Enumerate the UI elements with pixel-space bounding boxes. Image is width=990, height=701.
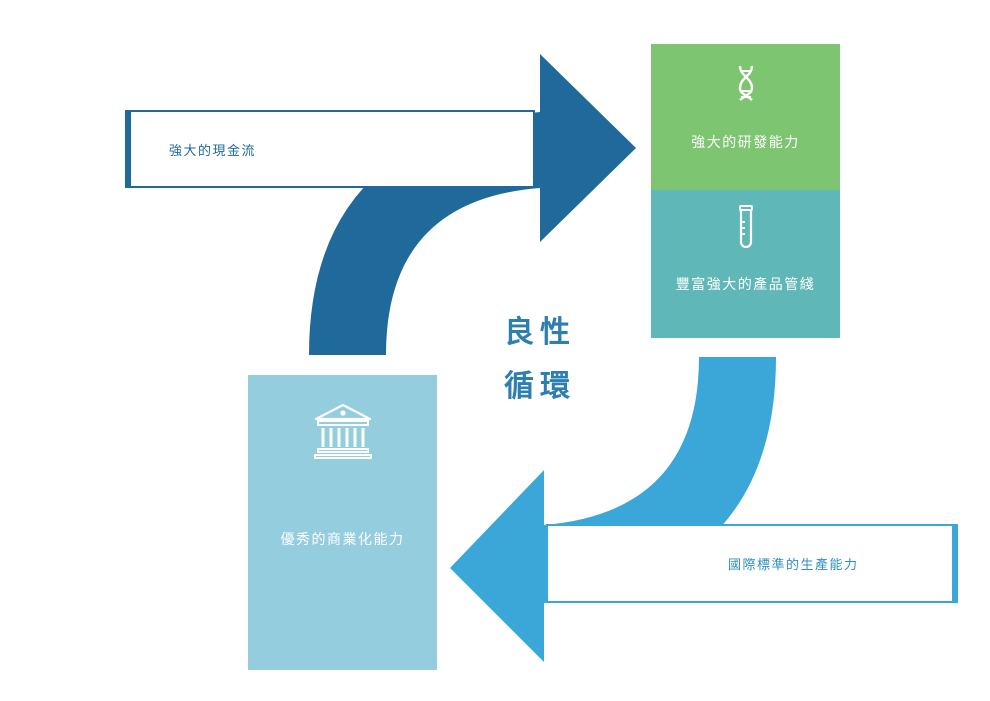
cash-flow-label: 強大的現金流 <box>169 143 257 159</box>
top-curved-arrow <box>309 54 636 355</box>
commercial-panel: 優秀的商業化能力 <box>248 375 437 670</box>
pipeline-text: 豐富強大的產品管綫 <box>675 277 816 293</box>
pipeline-panel: 豐富強大的產品管綫 <box>651 190 840 338</box>
center-title: 良性 循環 <box>480 306 600 414</box>
center-title-line2: 循環 <box>504 369 576 404</box>
rnd-text: 強大的研發能力 <box>691 135 800 151</box>
center-title-line1: 良性 <box>504 315 576 350</box>
bank-icon <box>313 403 372 459</box>
bottom-curved-arrow <box>450 357 776 662</box>
production-label-box: 國際標準的生產能力 <box>546 524 958 603</box>
commercial-text: 優秀的商業化能力 <box>280 532 405 548</box>
dna-icon <box>738 65 753 101</box>
test-tube-icon <box>738 205 753 249</box>
rnd-panel: 強大的研發能力 <box>651 44 840 190</box>
production-label: 國際標準的生產能力 <box>728 558 859 573</box>
cash-flow-label-box: 強大的現金流 <box>125 110 535 188</box>
